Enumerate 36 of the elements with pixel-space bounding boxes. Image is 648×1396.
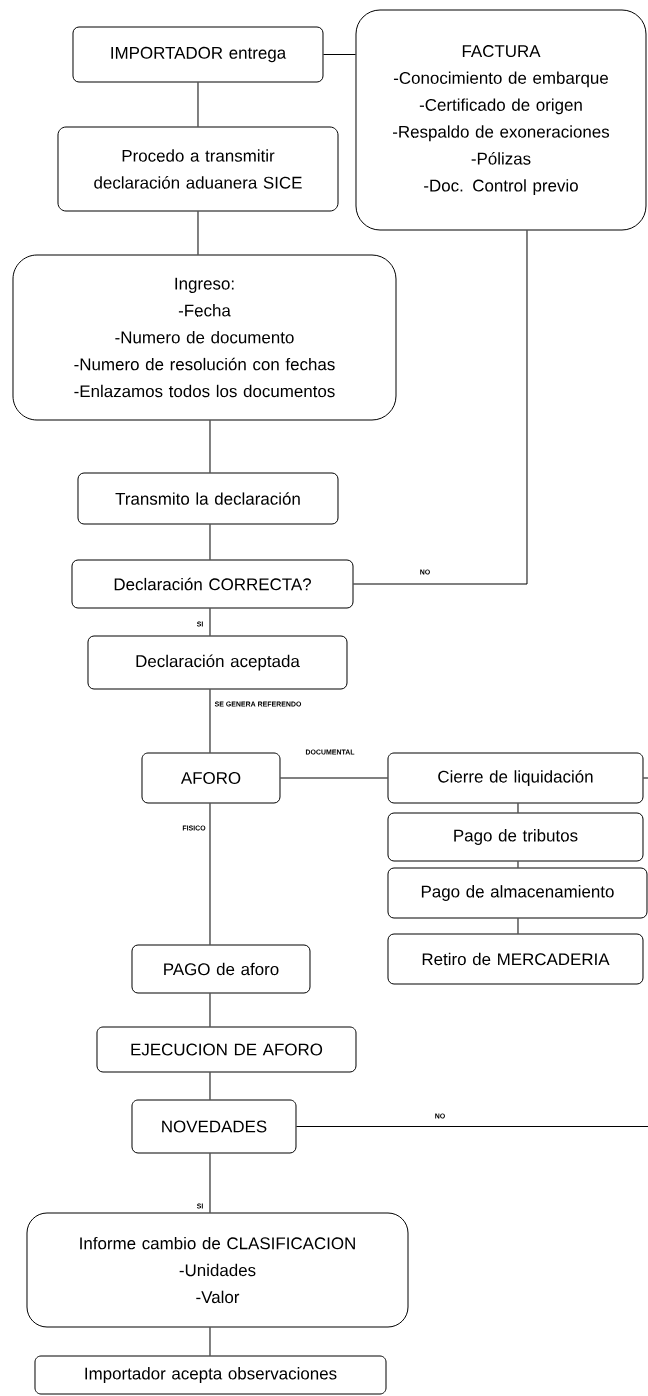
process-box: AFORO bbox=[141, 752, 281, 804]
list-box: FACTURA -Conocimiento de embarque -Certificado de origen -Respaldo de exoneraciones -Pólizas -Doc. Control previo bbox=[355, 9, 647, 231]
process-box: Retiro de MERCADERIA bbox=[387, 933, 644, 985]
connector-line bbox=[296, 1126, 648, 1127]
process-box: Cierre de liquidación bbox=[387, 752, 644, 804]
process-box: Pago de tributos bbox=[387, 812, 644, 862]
process-box: IMPORTADOR entrega bbox=[72, 26, 324, 83]
process-box: Transmito la declaración bbox=[77, 472, 339, 525]
connector-line bbox=[517, 803, 519, 813]
list-box: Ingreso: -Fecha -Numero de documento -Numero de resolución con fechas -Enlazamos todos los documentos bbox=[12, 254, 397, 421]
connector-line bbox=[209, 1153, 211, 1213]
connector-line bbox=[517, 918, 519, 934]
list-box: Informe cambio de CLASIFICACION -Unidades -Valor bbox=[26, 1212, 409, 1328]
process-box: PAGO de aforo bbox=[131, 944, 311, 994]
connector-line bbox=[209, 803, 211, 945]
process-box: NOVEDADES bbox=[131, 1099, 297, 1154]
connector-line bbox=[209, 689, 211, 753]
connector-line bbox=[209, 524, 211, 560]
process-box: Importador acepta observaciones bbox=[34, 1355, 387, 1395]
connector-line bbox=[517, 861, 519, 868]
process-box: Declaración CORRECTA? bbox=[71, 559, 354, 609]
connector-line bbox=[323, 54, 356, 55]
connector-line bbox=[209, 1072, 211, 1100]
connector-line bbox=[643, 777, 648, 779]
connector-line bbox=[209, 420, 211, 473]
process-box: Procedo a transmitir declaración aduanera SICE bbox=[57, 126, 339, 212]
connector-line bbox=[353, 230, 528, 585]
process-box: Declaración aceptada bbox=[87, 635, 348, 690]
process-box: EJECUCION DE AFORO bbox=[96, 1026, 357, 1073]
connector-line bbox=[209, 608, 211, 636]
process-box: Pago de almacenamiento bbox=[387, 867, 648, 919]
connector-line bbox=[280, 777, 388, 779]
connector-line bbox=[209, 993, 211, 1027]
connector-line bbox=[209, 1327, 211, 1356]
connector-line bbox=[197, 82, 199, 127]
connector-line bbox=[197, 211, 199, 255]
